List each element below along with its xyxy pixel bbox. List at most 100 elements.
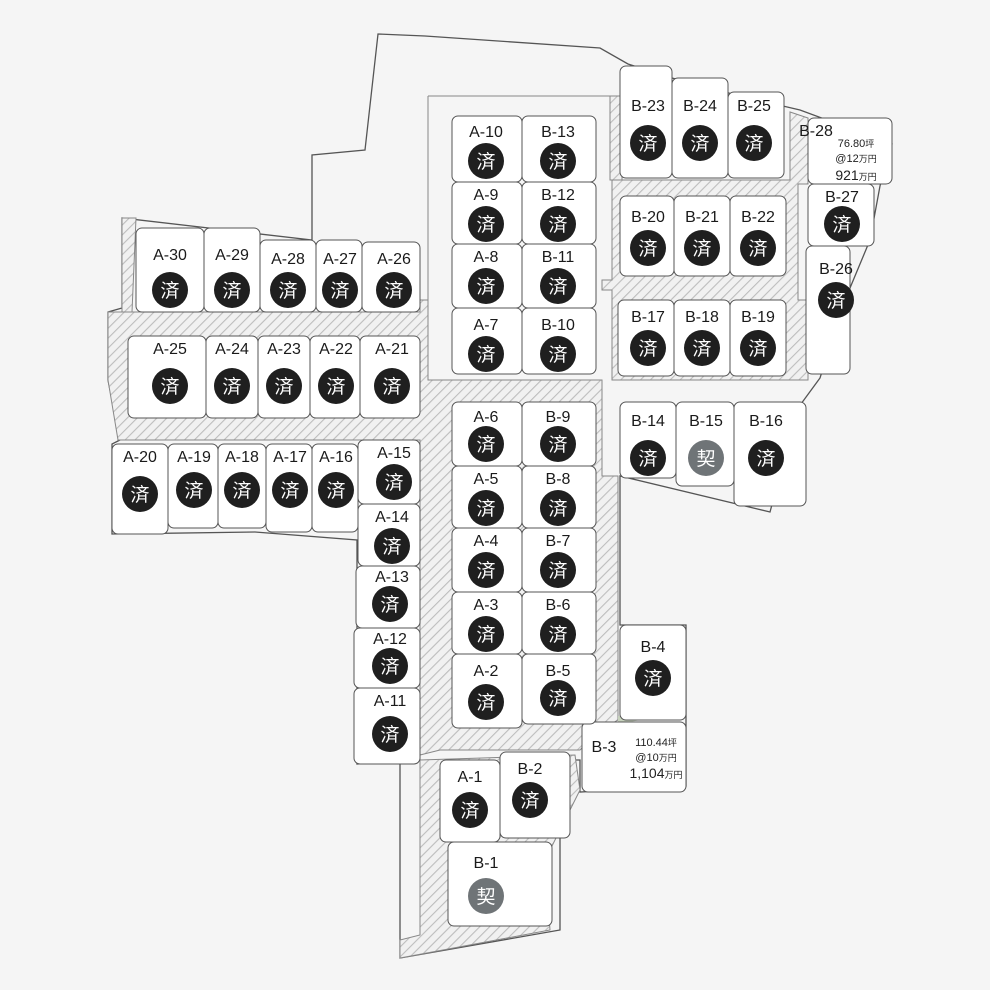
status-badge-circle: [468, 268, 504, 304]
status-badge-circle: [270, 272, 306, 308]
status-badge-text: 済: [638, 338, 657, 360]
lot-unit-price: @12万円: [835, 153, 876, 165]
status-badge-circle: [468, 143, 504, 179]
sold-badge-b-24: 済: [682, 125, 718, 161]
status-badge-circle: [272, 472, 308, 508]
status-badge-circle: [630, 125, 666, 161]
lot-area: 110.44坪: [635, 737, 677, 749]
status-badge-text: 済: [380, 594, 399, 616]
status-badge-circle: [540, 206, 576, 242]
lot-label-b-22: B-22: [741, 209, 775, 226]
status-badge-circle: [684, 330, 720, 366]
sold-badge-a-4: 済: [468, 552, 504, 588]
status-badge-text: 契: [476, 886, 495, 908]
status-badge-text: 済: [222, 376, 241, 398]
lot-label-b-27: B-27: [825, 189, 859, 206]
lot-area-area: 76.80: [838, 138, 866, 150]
status-badge-text: 済: [278, 280, 297, 302]
lot-unit-price: @10万円: [635, 752, 676, 764]
lot-b-3[interactable]: [581, 721, 687, 793]
lot-label-a-16: A-16: [319, 449, 353, 466]
status-badge-text: 済: [520, 790, 539, 812]
status-badge-circle: [468, 552, 504, 588]
lot-label-a-10: A-10: [469, 124, 503, 141]
sold-badge-b-11: 済: [540, 268, 576, 304]
status-badge-text: 済: [548, 560, 567, 582]
status-badge-text: 済: [692, 338, 711, 360]
sold-badge-b-14: 済: [630, 440, 666, 476]
sold-badge-b-17: 済: [630, 330, 666, 366]
lot-label-b-1: B-1: [474, 855, 499, 872]
sold-badge-a-20: 済: [122, 476, 158, 512]
lot-unit-price-unit_price_unit: 万円: [659, 753, 677, 763]
lot-label-b-28: B-28: [799, 123, 833, 140]
status-badge-text: 済: [744, 133, 763, 155]
status-badge-text: 済: [548, 276, 567, 298]
sold-badge-b-2: 済: [512, 782, 548, 818]
sold-badge-b-18: 済: [684, 330, 720, 366]
lot-total-price-total_unit: 万円: [859, 172, 877, 182]
status-badge-text: 済: [748, 338, 767, 360]
status-badge-circle: [682, 125, 718, 161]
sold-badge-a-17: 済: [272, 472, 308, 508]
lot-label-b-6: B-6: [546, 597, 571, 614]
sold-badge-a-6: 済: [468, 426, 504, 462]
status-badge-circle: [214, 368, 250, 404]
status-badge-text: 済: [748, 238, 767, 260]
sold-badge-b-12: 済: [540, 206, 576, 242]
sold-badge-b-19: 済: [740, 330, 776, 366]
lot-label-a-12: A-12: [373, 631, 407, 648]
lot-label-b-14: B-14: [631, 413, 665, 430]
status-badge-text: 済: [222, 280, 241, 302]
status-badge-circle: [468, 426, 504, 462]
lot-label-a-23: A-23: [267, 341, 301, 358]
sold-badge-b-8: 済: [540, 490, 576, 526]
contract-badge-b-1: 契: [468, 878, 504, 914]
sold-badge-a-27: 済: [322, 272, 358, 308]
status-badge-circle: [540, 490, 576, 526]
status-badge-text: 済: [380, 656, 399, 678]
sold-badge-b-16: 済: [748, 440, 784, 476]
lot-label-a-15: A-15: [377, 445, 411, 462]
sold-badge-a-22: 済: [318, 368, 354, 404]
status-badge-text: 済: [548, 688, 567, 710]
sold-badge-a-24: 済: [214, 368, 250, 404]
sold-badge-b-6: 済: [540, 616, 576, 652]
lot-label-a-5: A-5: [474, 471, 499, 488]
status-badge-text: 済: [184, 480, 203, 502]
status-badge-text: 済: [232, 480, 251, 502]
status-badge-text: 済: [476, 692, 495, 714]
sold-badge-a-9: 済: [468, 206, 504, 242]
lot-label-b-19: B-19: [741, 309, 775, 326]
status-badge-circle: [468, 490, 504, 526]
lot-b-28[interactable]: [807, 117, 893, 185]
sold-badge-a-26: 済: [376, 272, 412, 308]
status-badge-text: 済: [476, 624, 495, 646]
status-badge-circle: [540, 143, 576, 179]
lot-b-23[interactable]: [619, 65, 673, 179]
status-badge-text: 契: [696, 448, 715, 470]
lot-label-b-17: B-17: [631, 309, 665, 326]
sold-badge-b-4: 済: [635, 660, 671, 696]
lot-label-a-13: A-13: [375, 569, 409, 586]
status-badge-text: 済: [476, 498, 495, 520]
lot-area-area: 110.44: [635, 737, 668, 749]
status-badge-text: 済: [692, 238, 711, 260]
status-badge-circle: [630, 440, 666, 476]
status-badge-circle: [540, 552, 576, 588]
sold-badge-a-14: 済: [374, 528, 410, 564]
lot-label-b-25: B-25: [737, 98, 771, 115]
status-badge-circle: [214, 272, 250, 308]
sold-badge-a-10: 済: [468, 143, 504, 179]
sold-badge-a-18: 済: [224, 472, 260, 508]
sold-badge-b-23: 済: [630, 125, 666, 161]
lot-b-1[interactable]: [447, 841, 553, 927]
sold-badge-a-30: 済: [152, 272, 188, 308]
lot-label-b-16: B-16: [749, 413, 783, 430]
status-badge-text: 済: [384, 472, 403, 494]
sold-badge-a-25: 済: [152, 368, 188, 404]
status-badge-text: 済: [476, 434, 495, 456]
